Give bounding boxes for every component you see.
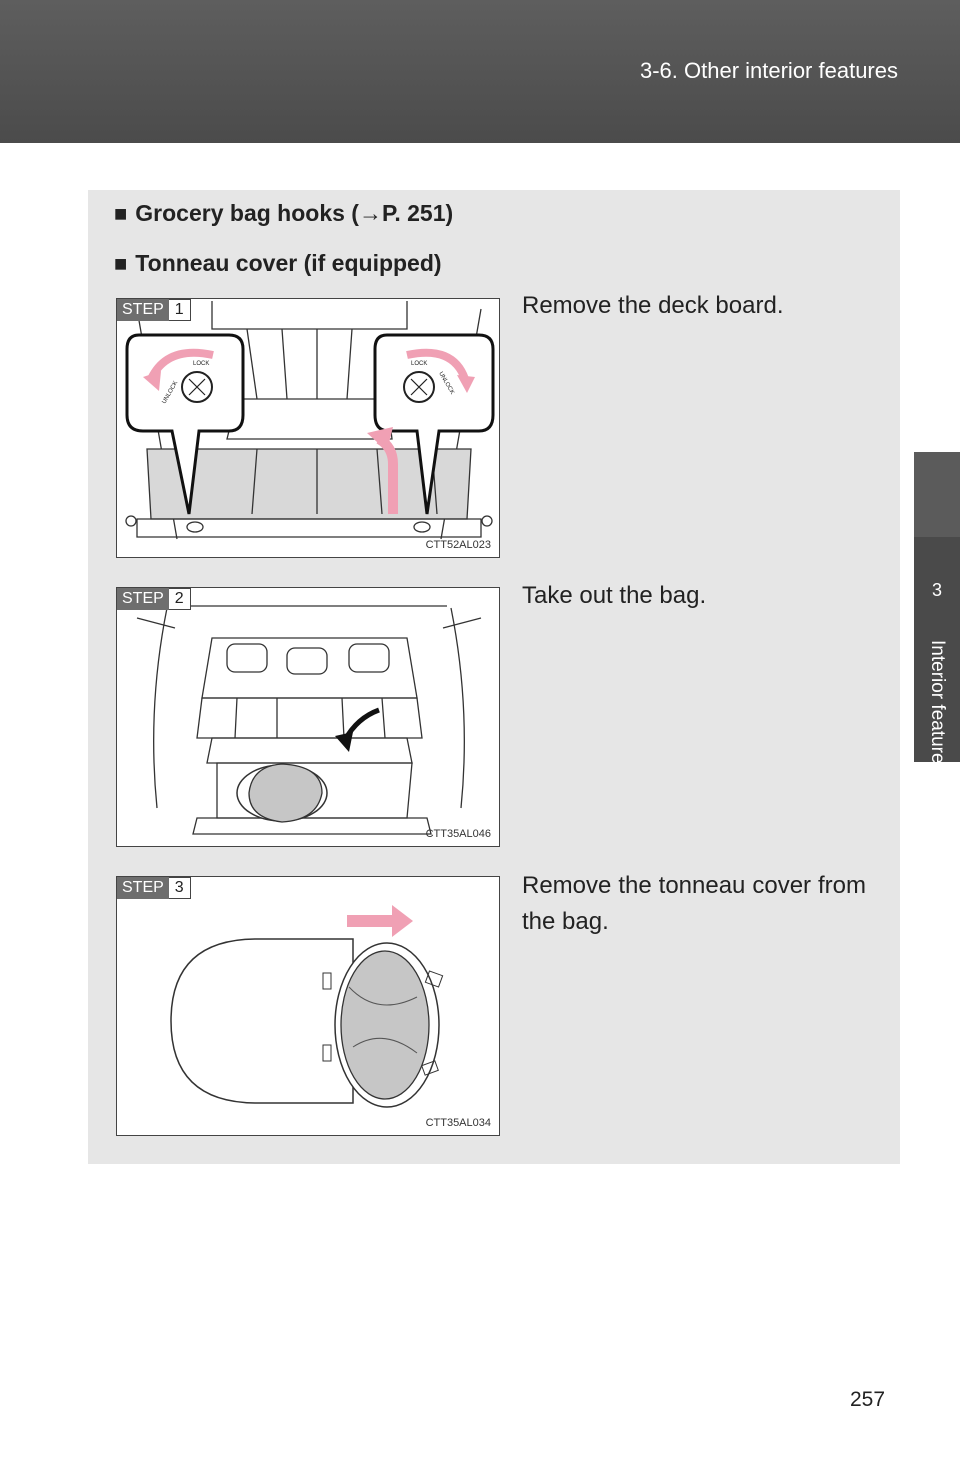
knob-left: UNLOCK LOCK	[143, 348, 214, 405]
heading-text: Tonneau cover (if equipped)	[135, 250, 442, 276]
chapter-label: Interior features	[927, 640, 948, 774]
page-number: 257	[850, 1388, 886, 1411]
knob-lock-label: LOCK	[193, 361, 209, 367]
bag-illustration	[170, 938, 354, 1104]
bag-illustration	[248, 763, 323, 823]
square-bullet-icon: ■	[114, 251, 128, 276]
chapter-number: 3	[931, 580, 942, 600]
pull-arrow-icon	[347, 905, 413, 937]
tonneau-cover-illustration	[170, 905, 444, 1108]
step-2-text: Take out the bag.	[522, 582, 707, 609]
chapter-tab-label-bg	[914, 537, 960, 762]
step-1-text: Remove the deck board.	[522, 292, 784, 319]
figure-code: CTT35AL034	[425, 1117, 491, 1129]
square-bullet-icon: ■	[114, 201, 128, 226]
page-header: 3-6. Other interior features	[0, 0, 960, 143]
tonneau-cover	[340, 950, 430, 1100]
knob-lock-label: LOCK	[411, 361, 427, 367]
cargo-area-illustration	[136, 605, 482, 835]
figure-code: CTT52AL023	[425, 539, 491, 551]
figure-code: CTT35AL046	[425, 828, 491, 840]
heading-tonneau-cover: ■ Tonneau cover (if equipped)	[114, 250, 442, 277]
heading-text: Grocery bag hooks (→P. 251)	[135, 200, 454, 226]
section-title: 3-6. Other interior features	[639, 58, 898, 83]
heading-grocery-bag-hooks: ■ Grocery bag hooks (→P. 251)	[114, 200, 453, 227]
deck-board-illustration: UNLOCK LOCK LOCK UNLOCK	[125, 301, 495, 540]
step-3-text: Remove the tonneau cover from the bag.	[522, 872, 866, 935]
